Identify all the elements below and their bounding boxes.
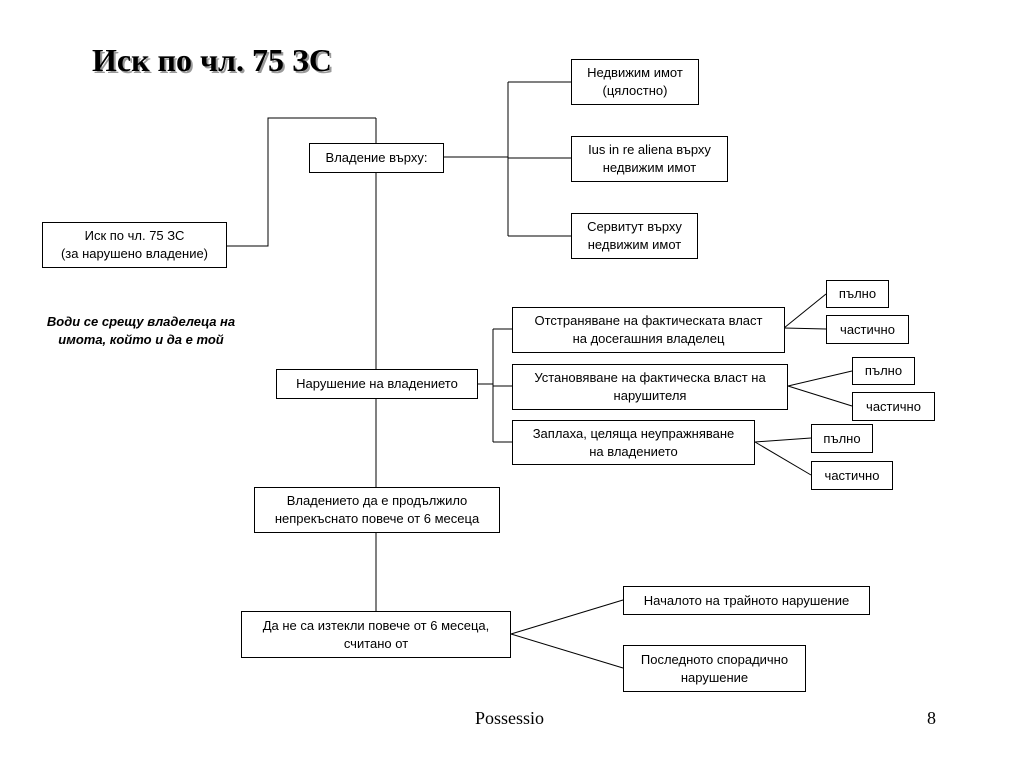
full-box-1: пълно xyxy=(826,280,889,308)
partial-box-1: частично xyxy=(826,315,909,344)
last-sporadic-box: Последното спорадично нарушение xyxy=(623,645,806,692)
establishment-to-full-line xyxy=(787,370,853,387)
slide-title: Иск по чл. 75 ЗС xyxy=(92,42,332,78)
to-permanent-start-line xyxy=(510,599,624,635)
partial-box-2: частично xyxy=(852,392,935,421)
removal-to-partial-line xyxy=(783,327,827,330)
threat-box: Заплаха, целяща неупражняване на владени… xyxy=(512,420,755,465)
claim-box: Иск по чл. 75 ЗС (за нарушено владение) xyxy=(42,222,227,268)
possession-over-box: Владение върху: xyxy=(309,143,444,173)
removal-to-full-line xyxy=(783,293,827,329)
permanent-start-box: Началото на трайното нарушение xyxy=(623,586,870,615)
violation-box: Нарушение на владението xyxy=(276,369,478,399)
partial-box-3: частично xyxy=(811,461,893,490)
to-last-sporadic-line xyxy=(510,633,624,669)
threat-to-full-line xyxy=(754,437,812,443)
continued-box: Владението да е продължило непрекъснато … xyxy=(254,487,500,533)
not-expired-box: Да не са изтекли повече от 6 месеца, счи… xyxy=(241,611,511,658)
removal-box: Отстраняване на фактическата власт на до… xyxy=(512,307,785,353)
servitude-box: Сервитут върху недвижим имот xyxy=(571,213,698,259)
threat-to-partial-line xyxy=(754,441,812,476)
establishment-to-partial-line xyxy=(787,385,853,407)
establishment-box: Установяване на фактическа власт на нару… xyxy=(512,364,788,410)
ius-in-re-aliena-box: Ius in re aliena върху недвижим имот xyxy=(571,136,728,182)
full-box-2: пълно xyxy=(852,357,915,385)
immovable-whole-box: Недвижим имот (цялостно) xyxy=(571,59,699,105)
footer-label: Possessio xyxy=(475,708,545,728)
page-number: 8 xyxy=(927,708,936,728)
claim-connector xyxy=(226,117,376,247)
full-box-3: пълно xyxy=(811,424,873,453)
defendant-note: Води се срещу владелеца на имота, който … xyxy=(46,314,236,347)
